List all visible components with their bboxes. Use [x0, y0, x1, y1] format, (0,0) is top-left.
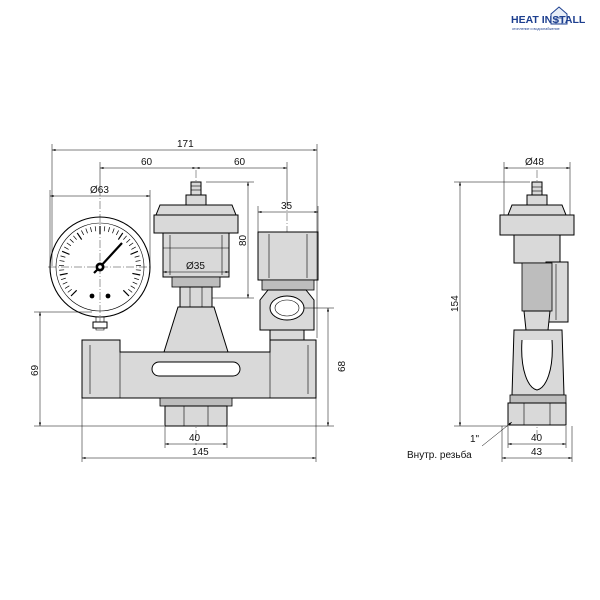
dim-side-diameter: Ø48: [525, 157, 544, 168]
thread-type-label: Внутр. резьба: [407, 449, 472, 461]
house-icon: [550, 6, 568, 25]
dim-gauge-diameter: Ø63: [90, 185, 109, 196]
dim-overall-width: 171: [177, 139, 194, 150]
dim-side-height: 154: [450, 295, 461, 312]
dim-side-base: 43: [531, 447, 543, 458]
bottom-port: [159, 397, 233, 427]
dim-valve-offset: 60: [234, 157, 246, 168]
side-view: Ø48 154 40 43 1" Внутр. резьба: [407, 157, 575, 462]
logo-tagline: отопление и водоснабжение: [512, 27, 560, 31]
dim-vent-height: 80: [238, 234, 249, 246]
dim-base-width: 145: [192, 447, 209, 458]
dim-bottom-port: 40: [189, 433, 201, 444]
logo-name: HEAT INSTALL: [511, 14, 586, 26]
safety-valve: [257, 231, 319, 341]
dim-valve-width: 35: [281, 201, 293, 212]
dim-right-height: 68: [337, 360, 348, 372]
front-view: 171 60 60 Ø63 35 80 Ø35 69: [30, 139, 348, 462]
brand-logo: HEAT INSTALL отопление и водоснабжение: [511, 6, 586, 31]
manifold-body: [81, 306, 317, 399]
thread-size-label: 1": [470, 434, 480, 445]
dim-left-height: 69: [30, 364, 41, 376]
dim-side-port: 40: [531, 433, 543, 444]
air-vent: [153, 181, 239, 308]
dim-gauge-offset: 60: [141, 157, 153, 168]
pressure-gauge: [49, 216, 151, 331]
dim-vent-diameter: Ø35: [186, 261, 205, 272]
